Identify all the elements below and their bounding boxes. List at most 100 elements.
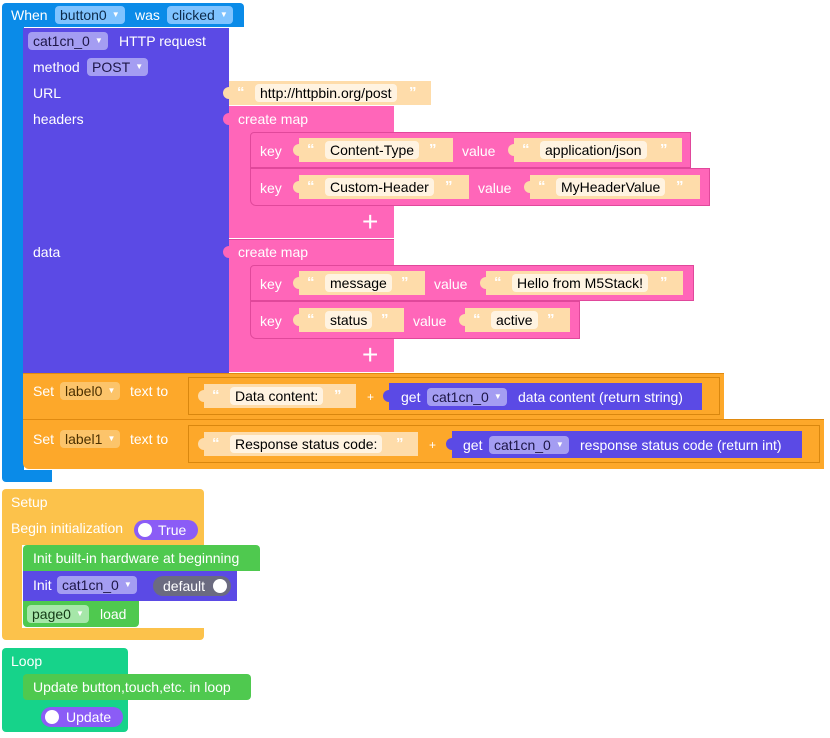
update-toggle[interactable]: Update: [41, 707, 123, 727]
http-request-block[interactable]: [23, 28, 229, 373]
key-string-block[interactable]: “ Content-Type ”: [293, 138, 453, 162]
init-default-toggle[interactable]: default: [153, 576, 231, 596]
button-dropdown[interactable]: button0 ▼: [55, 6, 125, 24]
getter-text: data content (return string): [518, 389, 683, 405]
open-quote-icon: “: [538, 178, 546, 195]
key-field[interactable]: Custom-Header: [325, 178, 434, 196]
value-string-block[interactable]: “ Hello from M5Stack! ”: [480, 271, 683, 295]
action-dropdown[interactable]: clicked ▼: [167, 6, 233, 24]
init-builtin-hardware-block[interactable]: [23, 545, 260, 571]
input-notch: [198, 438, 204, 450]
get-device-value: cat1cn_0: [494, 437, 551, 453]
toggle-knob-icon: [45, 710, 59, 724]
open-quote-icon: “: [212, 387, 220, 404]
add-header-entry-plus-icon[interactable]: +: [362, 206, 379, 237]
close-quote-icon: ”: [660, 274, 668, 291]
http-device-value: cat1cn_0: [33, 33, 90, 49]
init-builtin-label: Init built-in hardware at beginning: [33, 550, 240, 566]
page-dropdown[interactable]: page0 ▼: [27, 605, 89, 623]
when-block-left-rail: [2, 27, 24, 473]
input-notch: [293, 181, 299, 193]
value-string-block[interactable]: “ application/json ”: [508, 138, 682, 162]
open-quote-icon: “: [522, 141, 530, 158]
data-label: data: [33, 244, 61, 260]
toggle-knob-icon: [213, 579, 227, 593]
url-string-block[interactable]: “ http://httpbin.org/post ”: [223, 81, 431, 105]
open-quote-icon: “: [494, 274, 502, 291]
method-dropdown[interactable]: POST ▼: [87, 58, 149, 76]
open-quote-icon: “: [307, 178, 315, 195]
key-label: key: [260, 180, 282, 196]
begin-initialization-toggle[interactable]: True: [134, 520, 198, 540]
string-block[interactable]: “ Data content: ”: [198, 384, 356, 408]
setup-block-left-rail: [2, 545, 22, 630]
open-quote-icon: “: [307, 274, 315, 291]
set-label: Set: [33, 383, 55, 399]
dropdown-arrow-icon: ▼: [493, 392, 502, 401]
button-dropdown-value: button0: [60, 7, 107, 23]
close-quote-icon: ”: [676, 178, 684, 195]
string-block[interactable]: “ Response status code: ”: [198, 432, 418, 456]
key-field[interactable]: message: [325, 274, 392, 292]
close-quote-icon: ”: [334, 387, 342, 404]
key-string-block[interactable]: “ message ”: [293, 271, 425, 295]
value-string-block[interactable]: “ MyHeaderValue ”: [524, 175, 700, 199]
string-field[interactable]: Data content:: [230, 387, 324, 405]
headers-map-title: create map: [238, 111, 309, 127]
input-notch: [223, 87, 229, 99]
value-label: value: [413, 313, 447, 329]
when-block-bottom: [2, 470, 52, 482]
url-field[interactable]: http://httpbin.org/post: [255, 84, 397, 102]
label0-dropdown[interactable]: label0 ▼: [60, 382, 121, 400]
input-notch: [223, 246, 229, 258]
close-quote-icon: ”: [401, 274, 409, 291]
data-map-title: create map: [238, 244, 309, 260]
close-quote-icon: ”: [381, 311, 389, 328]
input-notch: [293, 277, 299, 289]
value-string-block[interactable]: “ active ”: [459, 308, 570, 332]
method-value: POST: [92, 59, 131, 75]
get-label: get: [463, 437, 483, 453]
input-notch: [480, 277, 486, 289]
label0-value: label0: [65, 383, 103, 399]
label1-dropdown[interactable]: label1 ▼: [60, 430, 121, 448]
input-notch: [223, 113, 229, 125]
when-label: When: [11, 7, 48, 23]
open-quote-icon: “: [212, 435, 220, 452]
label1-value: label1: [65, 431, 103, 447]
value-field[interactable]: application/json: [540, 141, 647, 159]
begin-initialization-label: Begin initialization: [11, 520, 124, 536]
key-label: key: [260, 313, 282, 329]
open-quote-icon: “: [307, 311, 315, 328]
close-quote-icon: ”: [396, 435, 404, 452]
update-loop-block[interactable]: [23, 674, 251, 700]
get-device-dropdown[interactable]: cat1cn_0 ▼: [489, 436, 569, 454]
close-quote-icon: ”: [660, 141, 668, 158]
value-field[interactable]: active: [491, 311, 538, 329]
http-device-dropdown[interactable]: cat1cn_0 ▼: [28, 32, 108, 50]
dropdown-arrow-icon: ▼: [107, 434, 116, 443]
input-notch: [459, 314, 465, 326]
add-data-entry-plus-icon[interactable]: +: [362, 339, 379, 370]
text-to-label: text to: [130, 383, 169, 399]
value-field[interactable]: Hello from M5Stack!: [512, 274, 649, 292]
get-device-dropdown[interactable]: cat1cn_0 ▼: [427, 388, 507, 406]
string-field[interactable]: Response status code:: [230, 435, 383, 453]
input-notch: [198, 390, 204, 402]
value-field[interactable]: MyHeaderValue: [556, 178, 666, 196]
concat-plus-operator: +: [367, 390, 375, 404]
key-string-block[interactable]: “ status ”: [293, 308, 404, 332]
dropdown-arrow-icon: ▼: [135, 62, 144, 71]
update-loop-label: Update button,touch,etc. in loop: [33, 679, 231, 695]
input-notch: [524, 181, 530, 193]
key-field[interactable]: status: [325, 311, 373, 329]
headers-label: headers: [33, 111, 84, 127]
get-label: get: [401, 389, 421, 405]
key-string-block[interactable]: “ Custom-Header ”: [293, 175, 469, 199]
url-label: URL: [33, 85, 62, 101]
loop-title: Loop: [11, 653, 43, 669]
http-request-title: HTTP request: [119, 33, 206, 49]
key-field[interactable]: Content-Type: [325, 141, 420, 159]
init-device-dropdown[interactable]: cat1cn_0 ▼: [57, 576, 137, 594]
dropdown-arrow-icon: ▼: [123, 580, 132, 589]
